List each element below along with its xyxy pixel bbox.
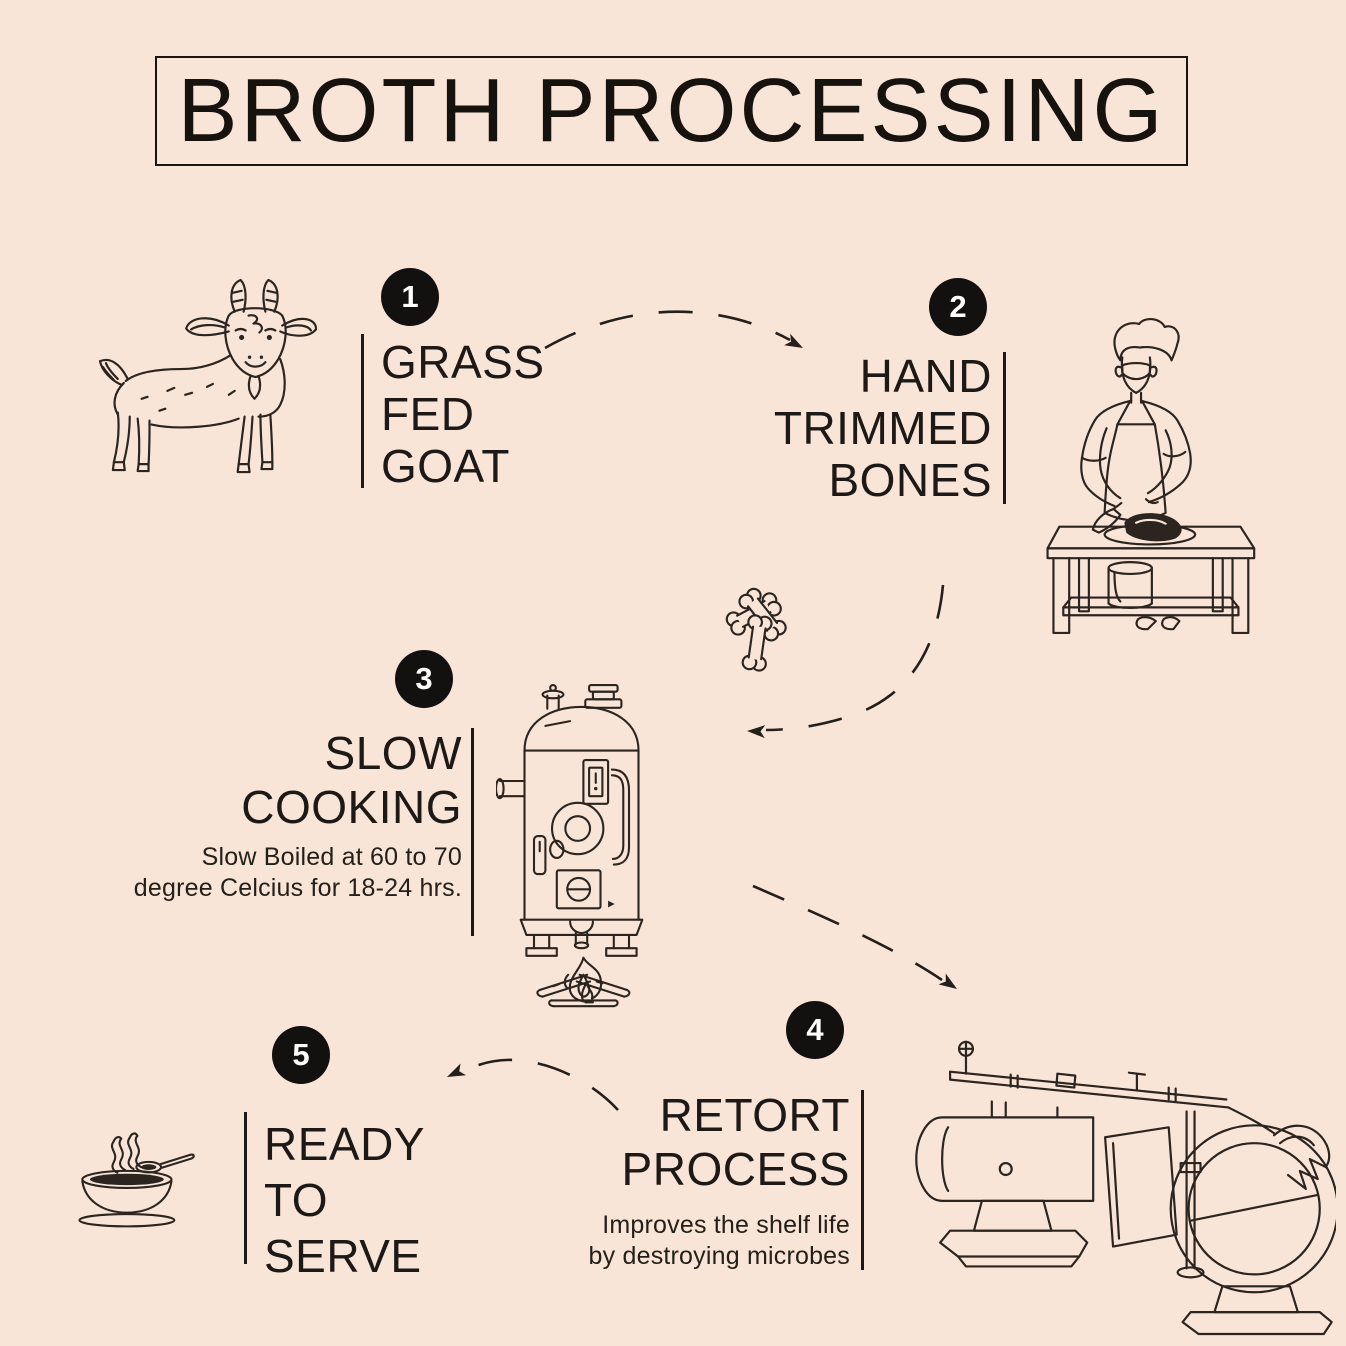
step-3-badge: 3 bbox=[395, 650, 453, 708]
step-4-divider bbox=[861, 1090, 864, 1270]
step-2-badge: 2 bbox=[929, 278, 987, 336]
butcher-trimming-illustration bbox=[1046, 318, 1256, 635]
step-5-badge: 5 bbox=[272, 1026, 330, 1084]
boiler-over-fire-illustration bbox=[496, 684, 644, 1008]
step-5-divider bbox=[244, 1112, 247, 1264]
step-4-label-line: RETORT bbox=[659, 1089, 850, 1141]
step-5-label: READY TO SERVE bbox=[264, 1116, 425, 1284]
step-2-label-line: BONES bbox=[828, 454, 992, 506]
step-4-label: RETORT PROCESS bbox=[450, 1088, 850, 1196]
step-3-desc-line: Slow Boiled at 60 to 70 bbox=[201, 843, 462, 871]
step-4-badge: 4 bbox=[786, 1001, 844, 1059]
step-1-label-line: GRASS bbox=[381, 336, 545, 388]
step-1-label: GRASS FED GOAT bbox=[381, 336, 545, 492]
arrow-1-2 bbox=[544, 310, 791, 350]
step-4-text: RETORT PROCESS Improves the shelf life b… bbox=[450, 1088, 850, 1272]
page-title: BROTH PROCESSING bbox=[177, 60, 1166, 161]
step-1-divider bbox=[361, 334, 364, 488]
step-3-label-line: SLOW bbox=[324, 727, 462, 779]
step-4-desc-line: Improves the shelf life bbox=[602, 1211, 850, 1239]
bones-icon bbox=[723, 585, 790, 673]
soup-bowl-illustration bbox=[78, 1132, 195, 1228]
step-3-divider bbox=[471, 728, 474, 936]
step-3-text: SLOW COOKING Slow Boiled at 60 to 70 deg… bbox=[62, 726, 462, 904]
step-3-label-line: COOKING bbox=[241, 781, 462, 833]
arrow-4-5 bbox=[463, 1058, 619, 1111]
goat-illustration bbox=[98, 278, 317, 474]
step-1-label-line: FED bbox=[381, 388, 475, 440]
step-3-description: Slow Boiled at 60 to 70 degree Celcius f… bbox=[62, 842, 462, 904]
step-2-divider bbox=[1003, 352, 1006, 504]
step-2-label: HAND TRIMMED BONES bbox=[700, 350, 992, 506]
step-5-label-line: SERVE bbox=[264, 1230, 422, 1282]
arrow-3-4 bbox=[752, 884, 943, 982]
step-3-desc-line: degree Celcius for 18-24 hrs. bbox=[133, 874, 462, 902]
step-4-desc-line: by destroying microbes bbox=[588, 1242, 850, 1270]
step-5-label-line: TO bbox=[264, 1174, 329, 1226]
step-5-label-line: READY bbox=[264, 1118, 425, 1170]
step-4-label-line: PROCESS bbox=[621, 1143, 850, 1195]
step-2-label-line: TRIMMED bbox=[773, 402, 992, 454]
step-1-label-line: GOAT bbox=[381, 440, 510, 492]
title-box: BROTH PROCESSING bbox=[155, 56, 1188, 166]
retort-machine-illustration bbox=[915, 1040, 1336, 1336]
step-3-label: SLOW COOKING bbox=[62, 726, 462, 834]
step-1-badge: 1 bbox=[381, 268, 439, 326]
step-4-description: Improves the shelf life by destroying mi… bbox=[450, 1210, 850, 1272]
step-2-label-line: HAND bbox=[859, 350, 992, 402]
